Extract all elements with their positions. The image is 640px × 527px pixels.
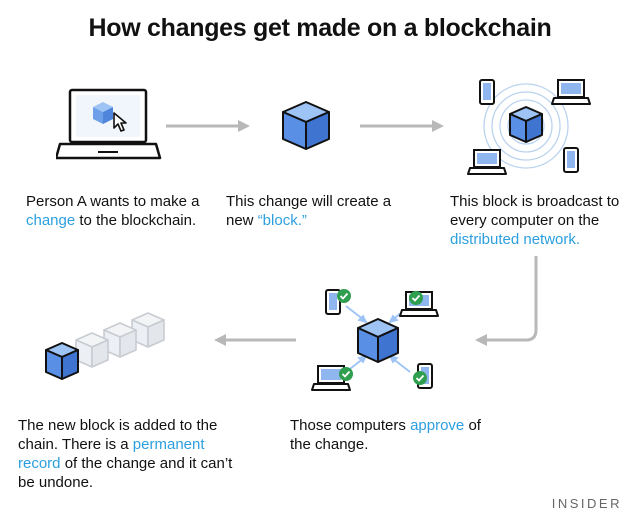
- step-4-text: Those computers: [290, 417, 411, 434]
- arrow-icon: [214, 334, 296, 346]
- step-4-caption: Those computers approve of the change.: [290, 416, 490, 454]
- chain-icon: [45, 312, 165, 380]
- step-3-text: This block is broadcast to every compute…: [450, 193, 620, 229]
- arrow-icon: [360, 120, 444, 132]
- block-cube-icon: [357, 318, 399, 363]
- cursor-icon: [113, 112, 127, 132]
- broadcast-network: [467, 79, 591, 175]
- checkmark-icon: [413, 371, 427, 385]
- step-5-caption: The new block is added to the chain. The…: [18, 416, 242, 492]
- laptop-icon: [56, 88, 162, 160]
- checkmark-icon: [339, 367, 353, 381]
- block-cube-icon: [45, 342, 79, 380]
- step-1-text: Person A wants to make a: [26, 193, 200, 210]
- step-1-caption: Person A wants to make a change to the b…: [26, 192, 206, 230]
- ghost-block-icon: [75, 332, 109, 368]
- phone-icon: [563, 147, 579, 173]
- approval-network: [311, 289, 439, 391]
- arrow-icon: [475, 256, 538, 346]
- phone-icon: [325, 289, 341, 315]
- step-5-text: The new block is added to the chain. The…: [18, 417, 218, 453]
- step-3-caption: This block is broadcast to every compute…: [450, 192, 630, 249]
- block-cube-icon: [509, 106, 543, 143]
- laptop-icon: [467, 149, 507, 175]
- block-cube-icon: [93, 102, 113, 124]
- step-2-highlight: “block.”: [257, 212, 307, 229]
- brand-logo: INSIDER: [551, 496, 622, 511]
- arrow-icon: [166, 120, 250, 132]
- step-5-highlight: permanent record: [18, 436, 205, 472]
- page-title: How changes get made on a blockchain: [88, 14, 552, 42]
- block-cube-icon: [282, 101, 330, 150]
- checkmark-icon: [409, 291, 423, 305]
- step-5-text-end: of the change and it can’t be undone.: [18, 455, 233, 491]
- step-1-highlight: change: [26, 212, 76, 229]
- step-4-highlight: approve: [410, 417, 465, 434]
- step-2-caption: This change will create a new “block.”: [226, 192, 406, 230]
- laptop-icon: [551, 79, 591, 105]
- ghost-block-icon: [131, 312, 165, 348]
- phone-icon: [479, 79, 495, 105]
- checkmark-icon: [337, 289, 351, 303]
- step-4-text-end: of the change.: [290, 417, 481, 453]
- step-3-highlight: distributed network.: [450, 231, 581, 248]
- step-1-text-end: to the blockchain.: [75, 212, 197, 229]
- step-2-text: This change will create a new: [226, 193, 392, 229]
